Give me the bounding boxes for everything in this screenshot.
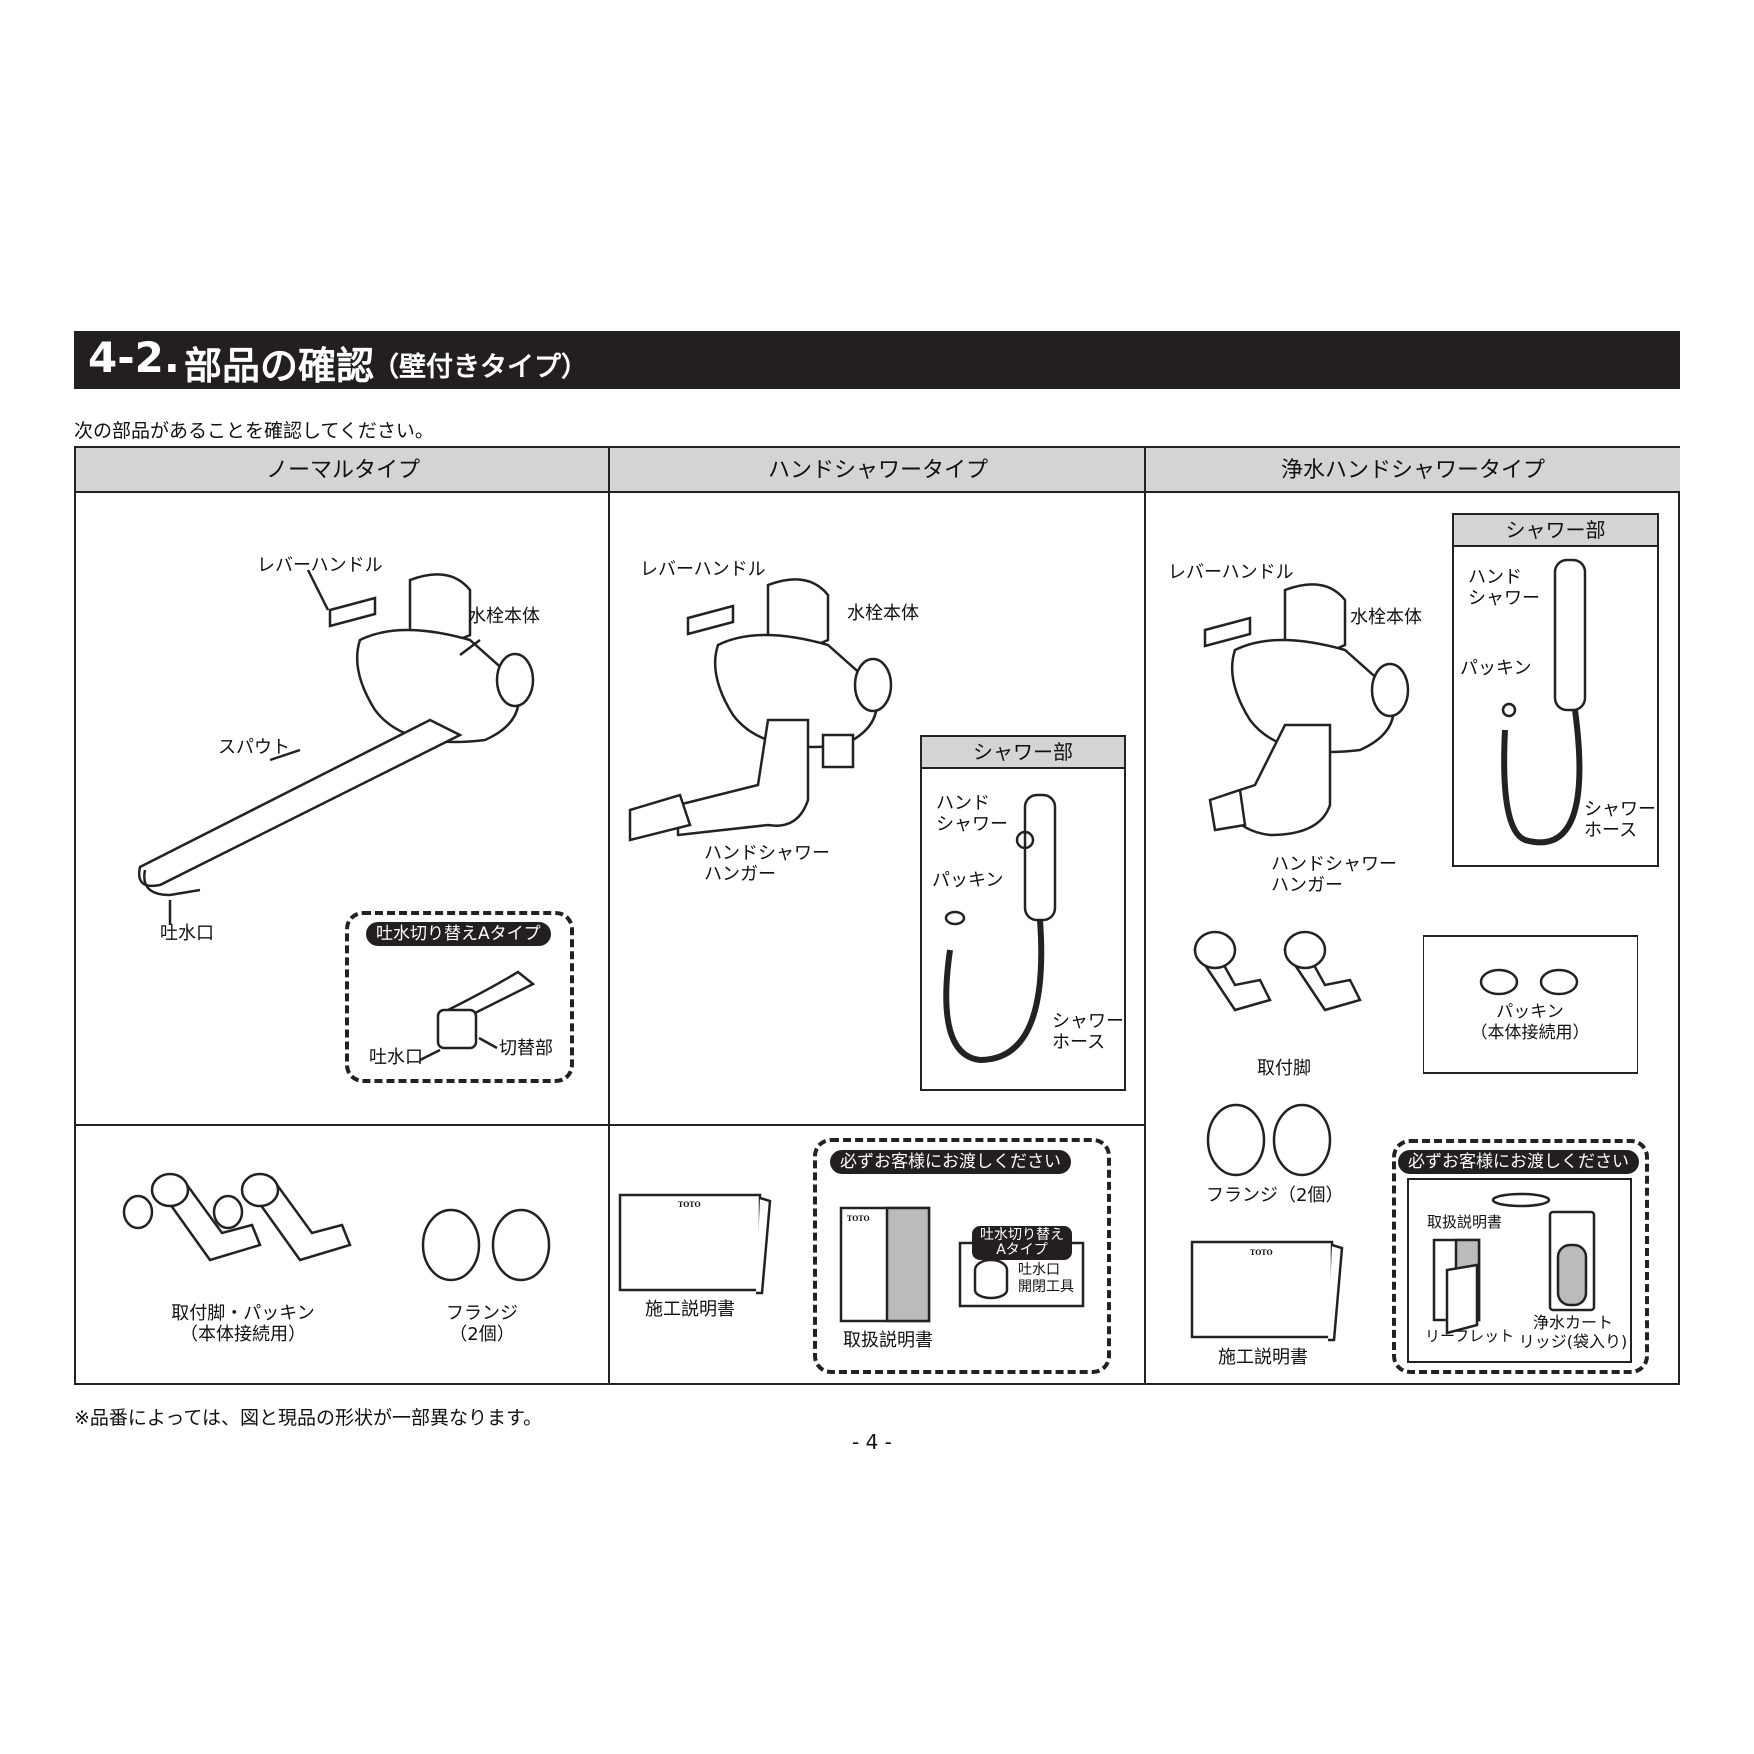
label-user-manual: 取扱説明書 bbox=[843, 1330, 933, 1351]
section-number: 4-2. bbox=[88, 333, 180, 382]
section-subtitle: （壁付きタイプ） bbox=[372, 352, 588, 383]
label-hand-shower: ハンド シャワー bbox=[1468, 567, 1540, 609]
shower-section-box: シャワー部 bbox=[1452, 513, 1659, 867]
label-switch-part: 切替部 bbox=[499, 1038, 553, 1059]
label-faucet-body: 水栓本体 bbox=[468, 606, 540, 627]
label-packing: パッキン bbox=[1460, 658, 1532, 679]
label-spout: スパウト bbox=[218, 737, 290, 758]
label-install-manual: 施工説明書 bbox=[1218, 1347, 1308, 1368]
label-packing: パッキン bbox=[932, 870, 1004, 891]
brand-logo: TOTO bbox=[847, 1214, 870, 1223]
brand-logo: TOTO bbox=[1250, 1248, 1273, 1257]
label-user-manual: 取扱説明書 bbox=[1427, 1213, 1503, 1231]
label-shower-hose: シャワー ホース bbox=[1052, 1011, 1124, 1053]
section-header: 4-2. 部品の確認 （壁付きタイプ） bbox=[74, 331, 1680, 389]
column-header-purifier: 浄水ハンドシャワータイプ bbox=[1146, 448, 1680, 493]
label-leaflet: リーフレット bbox=[1425, 1327, 1515, 1345]
label-outlet-tool: 吐水口 開閉工具 bbox=[1018, 1262, 1074, 1295]
label-faucet-body: 水栓本体 bbox=[847, 603, 919, 624]
handover-badge: 必ずお客様にお渡しください bbox=[1398, 1150, 1639, 1174]
label-hand-shower: ハンド シャワー bbox=[936, 793, 1008, 835]
label-outlet: 吐水口 bbox=[160, 923, 214, 944]
divider bbox=[608, 448, 610, 1383]
label-install-manual: 施工説明書 bbox=[645, 1299, 735, 1320]
handover-box bbox=[813, 1138, 1111, 1374]
tool-badge: 吐水切り替え Aタイプ bbox=[972, 1226, 1072, 1260]
label-flange: フランジ （2個） bbox=[446, 1303, 518, 1345]
atype-option-box bbox=[345, 911, 574, 1083]
section-title: 部品の確認 bbox=[184, 344, 375, 388]
column-header-shower: ハンドシャワータイプ bbox=[610, 448, 1146, 493]
handover-inner-box bbox=[1407, 1178, 1632, 1363]
label-shower-hanger: ハンドシャワー ハンガー bbox=[1271, 854, 1397, 896]
label-shower-hose: シャワー ホース bbox=[1584, 799, 1656, 841]
atype-badge: 吐水切り替えAタイプ bbox=[366, 922, 551, 946]
label-atype-outlet: 吐水口 bbox=[369, 1047, 423, 1068]
shower-section-title: シャワー部 bbox=[922, 737, 1124, 769]
footnote: ※品番によっては、図と現品の形状が一部異なります。 bbox=[74, 1407, 543, 1429]
divider bbox=[1144, 448, 1146, 1383]
label-flange: フランジ（2個） bbox=[1206, 1185, 1344, 1206]
intro-text: 次の部品があることを確認してください。 bbox=[74, 420, 434, 442]
brand-logo: TOTO bbox=[678, 1200, 701, 1209]
divider bbox=[76, 1124, 1146, 1126]
label-legs-packing: 取付脚・パッキン （本体接続用） bbox=[171, 1303, 315, 1345]
label-packing-body: パッキン （本体接続用） bbox=[1470, 1002, 1590, 1043]
parts-table: ノーマルタイプ ハンドシャワータイプ 浄水ハンドシャワータイプ bbox=[74, 446, 1680, 1385]
shower-section-title: シャワー部 bbox=[1454, 515, 1657, 547]
handover-badge: 必ずお客様にお渡しください bbox=[830, 1150, 1071, 1174]
label-cartridge: 浄水カート リッジ(袋入り) bbox=[1518, 1313, 1628, 1351]
label-lever-handle: レバーハンドル bbox=[1168, 562, 1294, 583]
label-lever-handle: レバーハンドル bbox=[640, 559, 766, 580]
handover-box bbox=[1392, 1139, 1649, 1374]
packing-bag bbox=[1423, 935, 1638, 1074]
column-header-normal: ノーマルタイプ bbox=[76, 448, 610, 493]
label-shower-hanger: ハンドシャワー ハンガー bbox=[704, 843, 830, 885]
label-mounting-legs: 取付脚 bbox=[1257, 1058, 1311, 1079]
label-lever-handle: レバーハンドル bbox=[257, 555, 383, 576]
label-faucet-body: 水栓本体 bbox=[1350, 607, 1422, 628]
page-number: - 4 - bbox=[852, 1430, 892, 1454]
